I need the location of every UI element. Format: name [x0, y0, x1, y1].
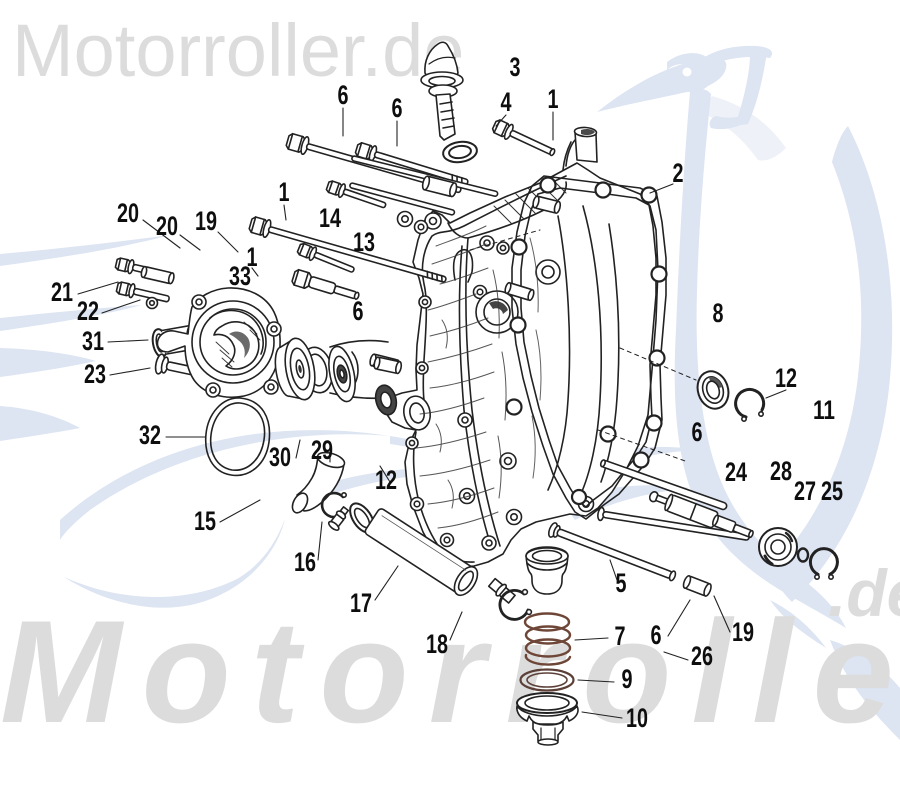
svg-text:2: 2 [673, 158, 684, 188]
svg-text:8: 8 [713, 298, 724, 328]
svg-text:1: 1 [548, 84, 559, 114]
svg-text:18: 18 [426, 629, 448, 659]
svg-text:Motorroller: Motorroller [0, 590, 900, 753]
svg-text:21: 21 [51, 277, 73, 307]
svg-text:24: 24 [725, 457, 747, 487]
svg-text:15: 15 [194, 506, 216, 536]
svg-text:11: 11 [813, 395, 835, 425]
svg-text:12: 12 [375, 465, 397, 495]
svg-text:6: 6 [392, 93, 403, 123]
svg-text:5: 5 [616, 568, 627, 598]
svg-text:1: 1 [279, 177, 290, 207]
svg-text:6: 6 [692, 417, 703, 447]
svg-text:9: 9 [622, 664, 633, 694]
svg-text:3: 3 [510, 52, 521, 82]
svg-text:20: 20 [117, 198, 139, 228]
svg-text:6: 6 [651, 620, 662, 650]
svg-text:16: 16 [294, 547, 316, 577]
svg-text:6: 6 [338, 80, 349, 110]
svg-text:29: 29 [311, 435, 333, 465]
svg-text:Motorroller.de: Motorroller.de [12, 9, 464, 92]
svg-text:27: 27 [794, 476, 816, 506]
svg-text:14: 14 [319, 203, 341, 233]
svg-text:23: 23 [84, 359, 106, 389]
svg-text:31: 31 [82, 326, 104, 356]
svg-text:19: 19 [732, 617, 754, 647]
svg-text:22: 22 [77, 296, 99, 326]
svg-text:6: 6 [353, 296, 364, 326]
svg-text:25: 25 [821, 476, 843, 506]
svg-text:26: 26 [691, 641, 713, 671]
svg-text:32: 32 [139, 420, 161, 450]
svg-text:20: 20 [156, 211, 178, 241]
svg-text:7: 7 [615, 621, 626, 651]
svg-text:1: 1 [247, 242, 258, 272]
svg-text:19: 19 [195, 206, 217, 236]
svg-text:12: 12 [775, 363, 797, 393]
svg-text:4: 4 [501, 87, 512, 117]
svg-text:10: 10 [626, 703, 648, 733]
svg-text:28: 28 [770, 456, 792, 486]
svg-text:33: 33 [229, 261, 251, 291]
svg-text:30: 30 [269, 442, 291, 472]
svg-text:17: 17 [350, 588, 372, 618]
svg-text:13: 13 [353, 227, 375, 257]
svg-text:.de: .de [828, 556, 900, 630]
